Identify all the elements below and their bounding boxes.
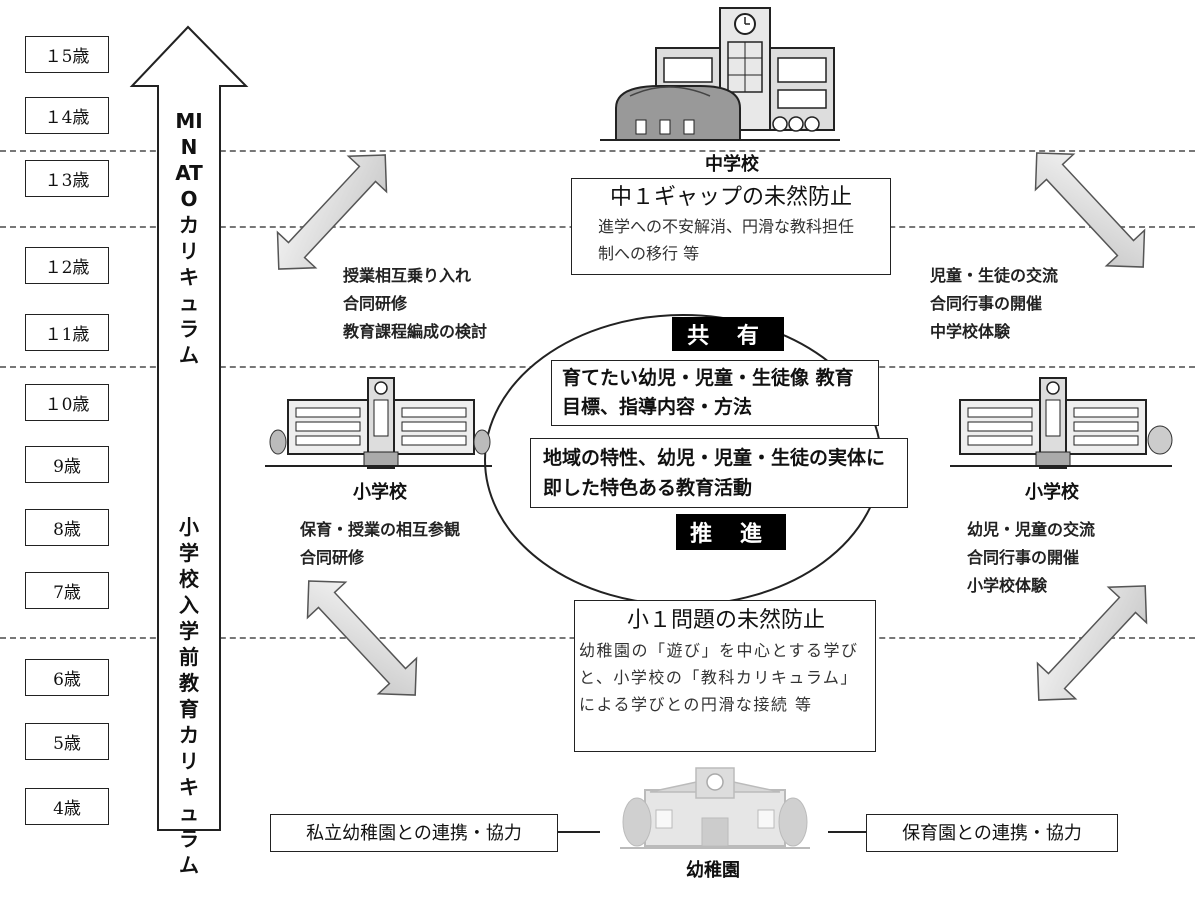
divider-line: [0, 150, 1195, 152]
promote-box: 地域の特性、幼児・児童・生徒の実体に即した特色ある教育活動: [530, 438, 908, 508]
junior-high-gap-box: 中１ギャップの未然防止 進学への不安解消、円滑な教科担任制への移行 等: [571, 178, 891, 275]
kindergarten-building: [620, 767, 810, 849]
elementary-right-item: 幼児・児童の交流: [967, 520, 1096, 539]
junior-high-gap-title: 中１ギャップの未然防止: [609, 185, 852, 210]
right-upper-item: 合同行事の開催: [930, 294, 1043, 313]
share-label: 共 有: [672, 317, 784, 351]
age-box-14: １4歳: [25, 97, 109, 134]
age-box-8: 8歳: [25, 509, 109, 546]
double-arrow-lower-right: [1036, 585, 1148, 701]
right-upper-item: 児童・生徒の交流: [930, 266, 1059, 285]
elementary-right-item: 合同行事の開催: [967, 548, 1080, 567]
minato-curriculum-label: MINATOカリキュラム: [175, 109, 203, 367]
curriculum-arrow: [129, 25, 249, 831]
age-box-7: 7歳: [25, 572, 109, 609]
elementary-building-left: [265, 377, 492, 469]
elementary-right-item: 小学校体験: [967, 576, 1048, 595]
elementary-left-item: 合同研修: [300, 548, 365, 567]
double-arrow-lower-left: [306, 580, 418, 696]
elementary-left-name: 小学校: [353, 482, 407, 503]
double-arrow-upper-right: [1034, 152, 1146, 268]
share-box: 育てたい幼児・児童・生徒像 教育目標、指導内容・方法: [551, 360, 879, 426]
age-box-10: １0歳: [25, 384, 109, 421]
first-grade-problem-text: 幼稚園の「遊び」を中心とする学びと、小学校の「教科カリキュラム」による学びとの円…: [579, 641, 859, 714]
elementary-building-right: [950, 377, 1173, 469]
preschool-curriculum-label: 小学校入学前教育カリキュラム: [179, 515, 199, 877]
age-box-6: 6歳: [25, 659, 109, 696]
age-box-11: １1歳: [25, 314, 109, 351]
age-box-4: 4歳: [25, 788, 109, 825]
age-box-12: １2歳: [25, 247, 109, 284]
left-upper-item: 教育課程編成の検討: [343, 322, 488, 341]
double-arrow-upper-left: [276, 154, 388, 270]
private-kindergarten-partner-box: 私立幼稚園との連携・協力: [270, 814, 558, 852]
age-box-15: １5歳: [25, 36, 109, 73]
nursery-partner-box: 保育園との連携・協力: [866, 814, 1118, 852]
elementary-left-item: 保育・授業の相互参観: [300, 520, 461, 539]
junior-high-gap-text: 進学への不安解消、円滑な教科担任制への移行 等: [598, 217, 855, 263]
elementary-right-name: 小学校: [1025, 482, 1079, 503]
kindergarten-name: 幼稚園: [686, 860, 740, 881]
first-grade-problem-title: 小１問題の未然防止: [626, 608, 825, 633]
age-box-13: １3歳: [25, 160, 109, 197]
age-box-9: 9歳: [25, 446, 109, 483]
right-upper-item: 中学校体験: [930, 322, 1011, 341]
promote-label: 推 進: [676, 514, 786, 550]
left-upper-item: 授業相互乗り入れ: [343, 266, 472, 285]
age-box-5: 5歳: [25, 723, 109, 760]
junior-high-building: [600, 7, 840, 141]
left-upper-item: 合同研修: [343, 294, 408, 313]
junior-high-name: 中学校: [705, 154, 759, 175]
first-grade-problem-box: 小１問題の未然防止 幼稚園の「遊び」を中心とする学びと、小学校の「教科カリキュラ…: [574, 600, 876, 752]
